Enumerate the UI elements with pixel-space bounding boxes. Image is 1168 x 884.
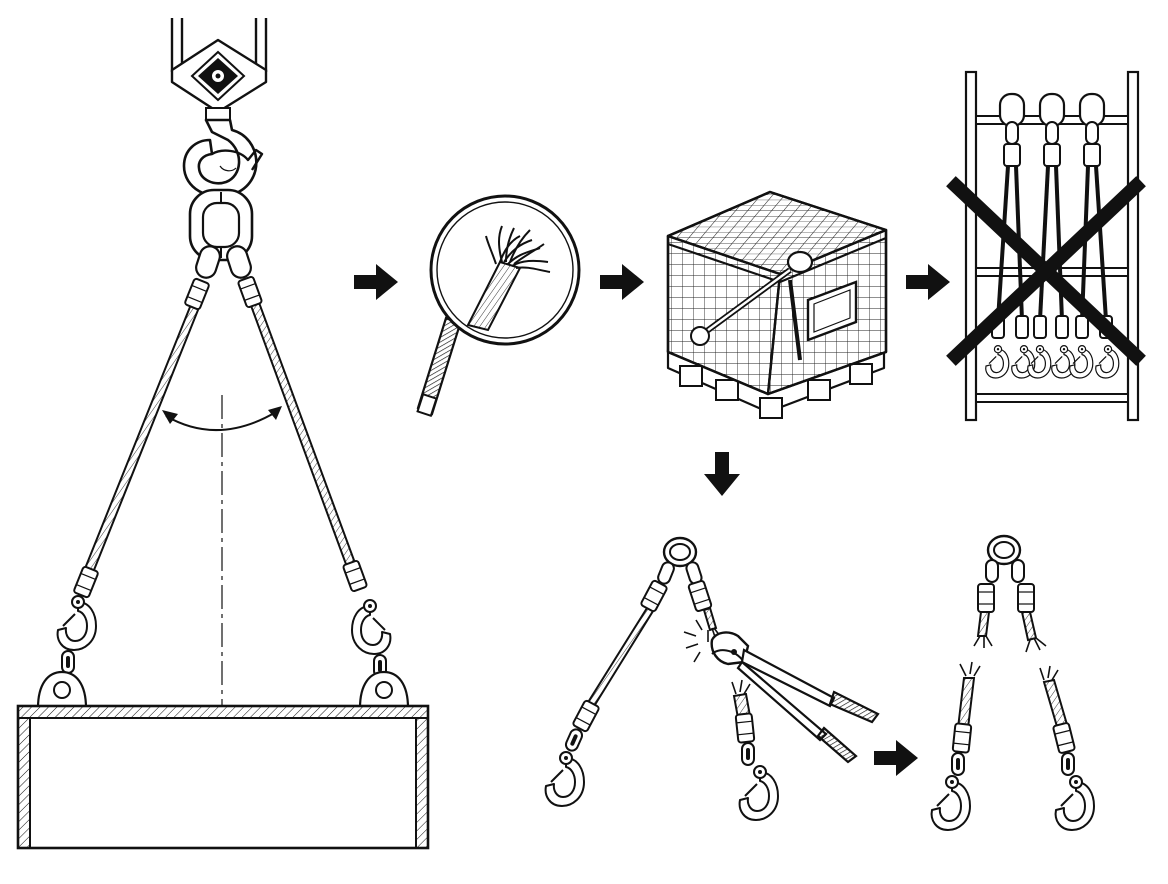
bolt-cutter (710, 631, 880, 764)
sling-leg-left (72, 277, 211, 599)
panel-not-returned-to-rack (946, 70, 1146, 422)
lower-cut-piece (731, 679, 779, 821)
arrow-to-destroyed (874, 740, 918, 776)
cut-leg-lower-right (1039, 665, 1095, 831)
tag-label (806, 280, 858, 342)
panel-cut-sling (544, 536, 880, 821)
sling-leg-intact (544, 561, 675, 807)
sub-links (195, 245, 252, 279)
load-hook-left (56, 595, 97, 674)
damaged-sling (690, 250, 814, 361)
master-link (188, 188, 254, 262)
panel-inspect-broken-wires (416, 194, 581, 417)
cut-leg-stub-left (973, 559, 999, 648)
arrow-to-cutting (704, 452, 740, 496)
crane-block (170, 18, 268, 121)
cross-out-mark (946, 176, 1146, 366)
load-hook-right (351, 599, 392, 678)
frayed-rope-end (466, 225, 551, 332)
sling-leg-being-cut (685, 561, 721, 642)
arrow-to-inspection (354, 264, 398, 300)
sling-angle-arc (162, 406, 282, 431)
arrow-to-rack (906, 264, 950, 300)
panel-quarantine-cage (666, 190, 888, 419)
crane-hook (182, 118, 264, 198)
load-box (16, 704, 430, 850)
panel-destroyed-sling (930, 534, 1095, 831)
sling-leg-right (236, 275, 369, 593)
cut-spark (683, 619, 703, 663)
arrow-to-quarantine (600, 264, 644, 300)
cut-leg-lower-left (930, 661, 981, 831)
lifting-lugs (36, 670, 410, 710)
panel-sling-in-use (16, 18, 430, 850)
cut-leg-stub-right (1011, 559, 1047, 653)
